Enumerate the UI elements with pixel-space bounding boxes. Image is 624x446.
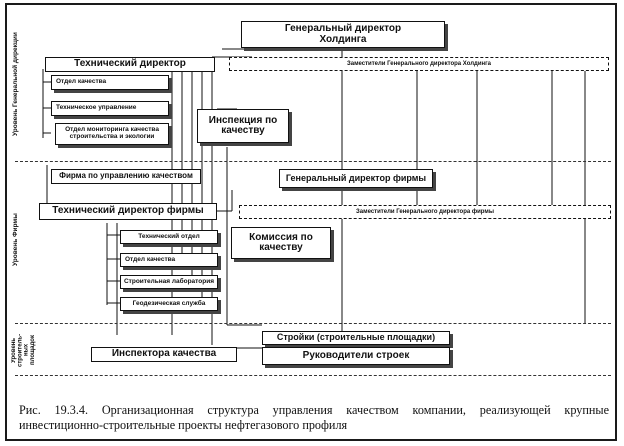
firm-general-director-box: Генеральный директор фирмы	[279, 169, 433, 188]
holding-technical-management-box: Техническое управление	[51, 101, 169, 116]
holding-quality-inspection-box: Инспекция по качеству	[197, 109, 289, 143]
holding-technical-director-box: Технический директор	[45, 57, 215, 72]
diagram-frame: Уровень Генеральной дирекции Уровень Фир…	[5, 3, 617, 441]
firm-technical-director-box: Технический директор фирмы	[39, 203, 217, 220]
firm-deputies-box: Заместители Генерального директора фирмы	[239, 205, 611, 219]
quality-management-firm-box: Фирма по управлению качеством	[51, 169, 201, 184]
holding-deputies-box: Заместители Генерального директора Холди…	[229, 57, 609, 71]
firm-construction-lab-box: Строительная лаборатория	[120, 275, 218, 289]
level-separator-1	[15, 161, 611, 162]
holding-quality-dept-box: Отдел качества	[51, 75, 169, 90]
firm-technical-dept-box: Технический отдел	[120, 230, 218, 244]
firm-quality-dept-box: Отдел качества	[120, 253, 218, 267]
firm-geodetic-service-box: Геодезическая служба	[120, 297, 218, 311]
level-label-site: Уровень строитель-ных площадок	[11, 333, 36, 367]
level-separator-3	[15, 375, 611, 376]
quality-inspectors-box: Инспектора качества	[91, 347, 237, 362]
figure-caption: Рис. 19.3.4. Организационная структура у…	[19, 403, 609, 432]
firm-quality-commission-box: Комиссия по качеству	[231, 227, 331, 259]
holding-monitoring-dept-box: Отдел мониторинга качества строительства…	[55, 123, 169, 145]
site-managers-box: Руководители строек	[262, 347, 450, 365]
level-separator-2	[15, 323, 611, 324]
construction-sites-box: Стройки (строительные площадки)	[262, 331, 450, 345]
holding-general-director-box: Генеральный директор Холдинга	[241, 21, 445, 48]
level-label-holding: Уровень Генеральной дирекции	[12, 32, 19, 136]
level-label-firm: Уровень Фирмы	[12, 213, 19, 267]
